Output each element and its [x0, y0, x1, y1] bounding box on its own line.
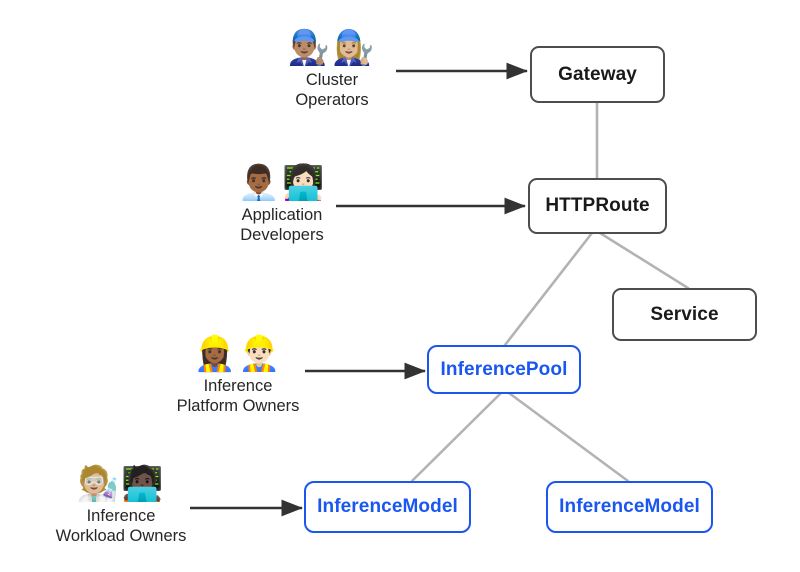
persona-inference-platform-owners: 👷🏾‍♀️👷🏻‍♂️ Inference Platform Owners [158, 334, 318, 416]
node-httproute[interactable]: HTTPRoute [528, 178, 667, 234]
persona-inference-workload-owners: 🧑🏼‍🔬🧑🏿‍💻 Inference Workload Owners [38, 464, 204, 546]
node-inferencemodel-1-label: InferenceModel [317, 496, 458, 517]
node-inferencepool[interactable]: InferencePool [427, 345, 581, 394]
inference-workload-owners-avatars: 🧑🏼‍🔬🧑🏿‍💻 [76, 464, 166, 504]
node-gateway[interactable]: Gateway [530, 46, 665, 103]
edge-inferencepool-inferencemodel-1 [410, 391, 503, 483]
node-inferencepool-label: InferencePool [440, 358, 568, 380]
node-inferencemodel-2-label: InferenceModel [559, 496, 700, 517]
application-developers-avatars: 👨🏾‍💼👩🏻‍💻 [237, 163, 327, 203]
edge-inferencepool-inferencemodel-2 [507, 391, 630, 483]
inference-platform-owners-label: Inference Platform Owners [176, 377, 300, 415]
persona-cluster-operators: 👨🏽‍🔧👩🏼‍🔧 Cluster Operators [268, 28, 396, 110]
node-inferencemodel-1[interactable]: InferenceModel [304, 481, 471, 533]
inference-workload-owners-label: Inference Workload Owners [55, 507, 187, 545]
cluster-operators-avatars: 👨🏽‍🔧👩🏼‍🔧 [287, 28, 377, 68]
edge-httproute-service [598, 231, 690, 290]
node-service-label: Service [650, 303, 719, 325]
persona-application-developers: 👨🏾‍💼👩🏻‍💻 Application Developers [213, 163, 351, 245]
node-gateway-label: Gateway [558, 63, 637, 85]
inference-platform-owners-avatars: 👷🏾‍♀️👷🏻‍♂️ [193, 334, 283, 374]
node-httproute-label: HTTPRoute [545, 195, 650, 216]
node-inferencemodel-2[interactable]: InferenceModel [546, 481, 713, 533]
edge-httproute-inferencepool [503, 231, 594, 347]
node-service[interactable]: Service [612, 288, 757, 341]
application-developers-label: Application Developers [240, 206, 324, 244]
cluster-operators-label: Cluster Operators [295, 71, 369, 109]
